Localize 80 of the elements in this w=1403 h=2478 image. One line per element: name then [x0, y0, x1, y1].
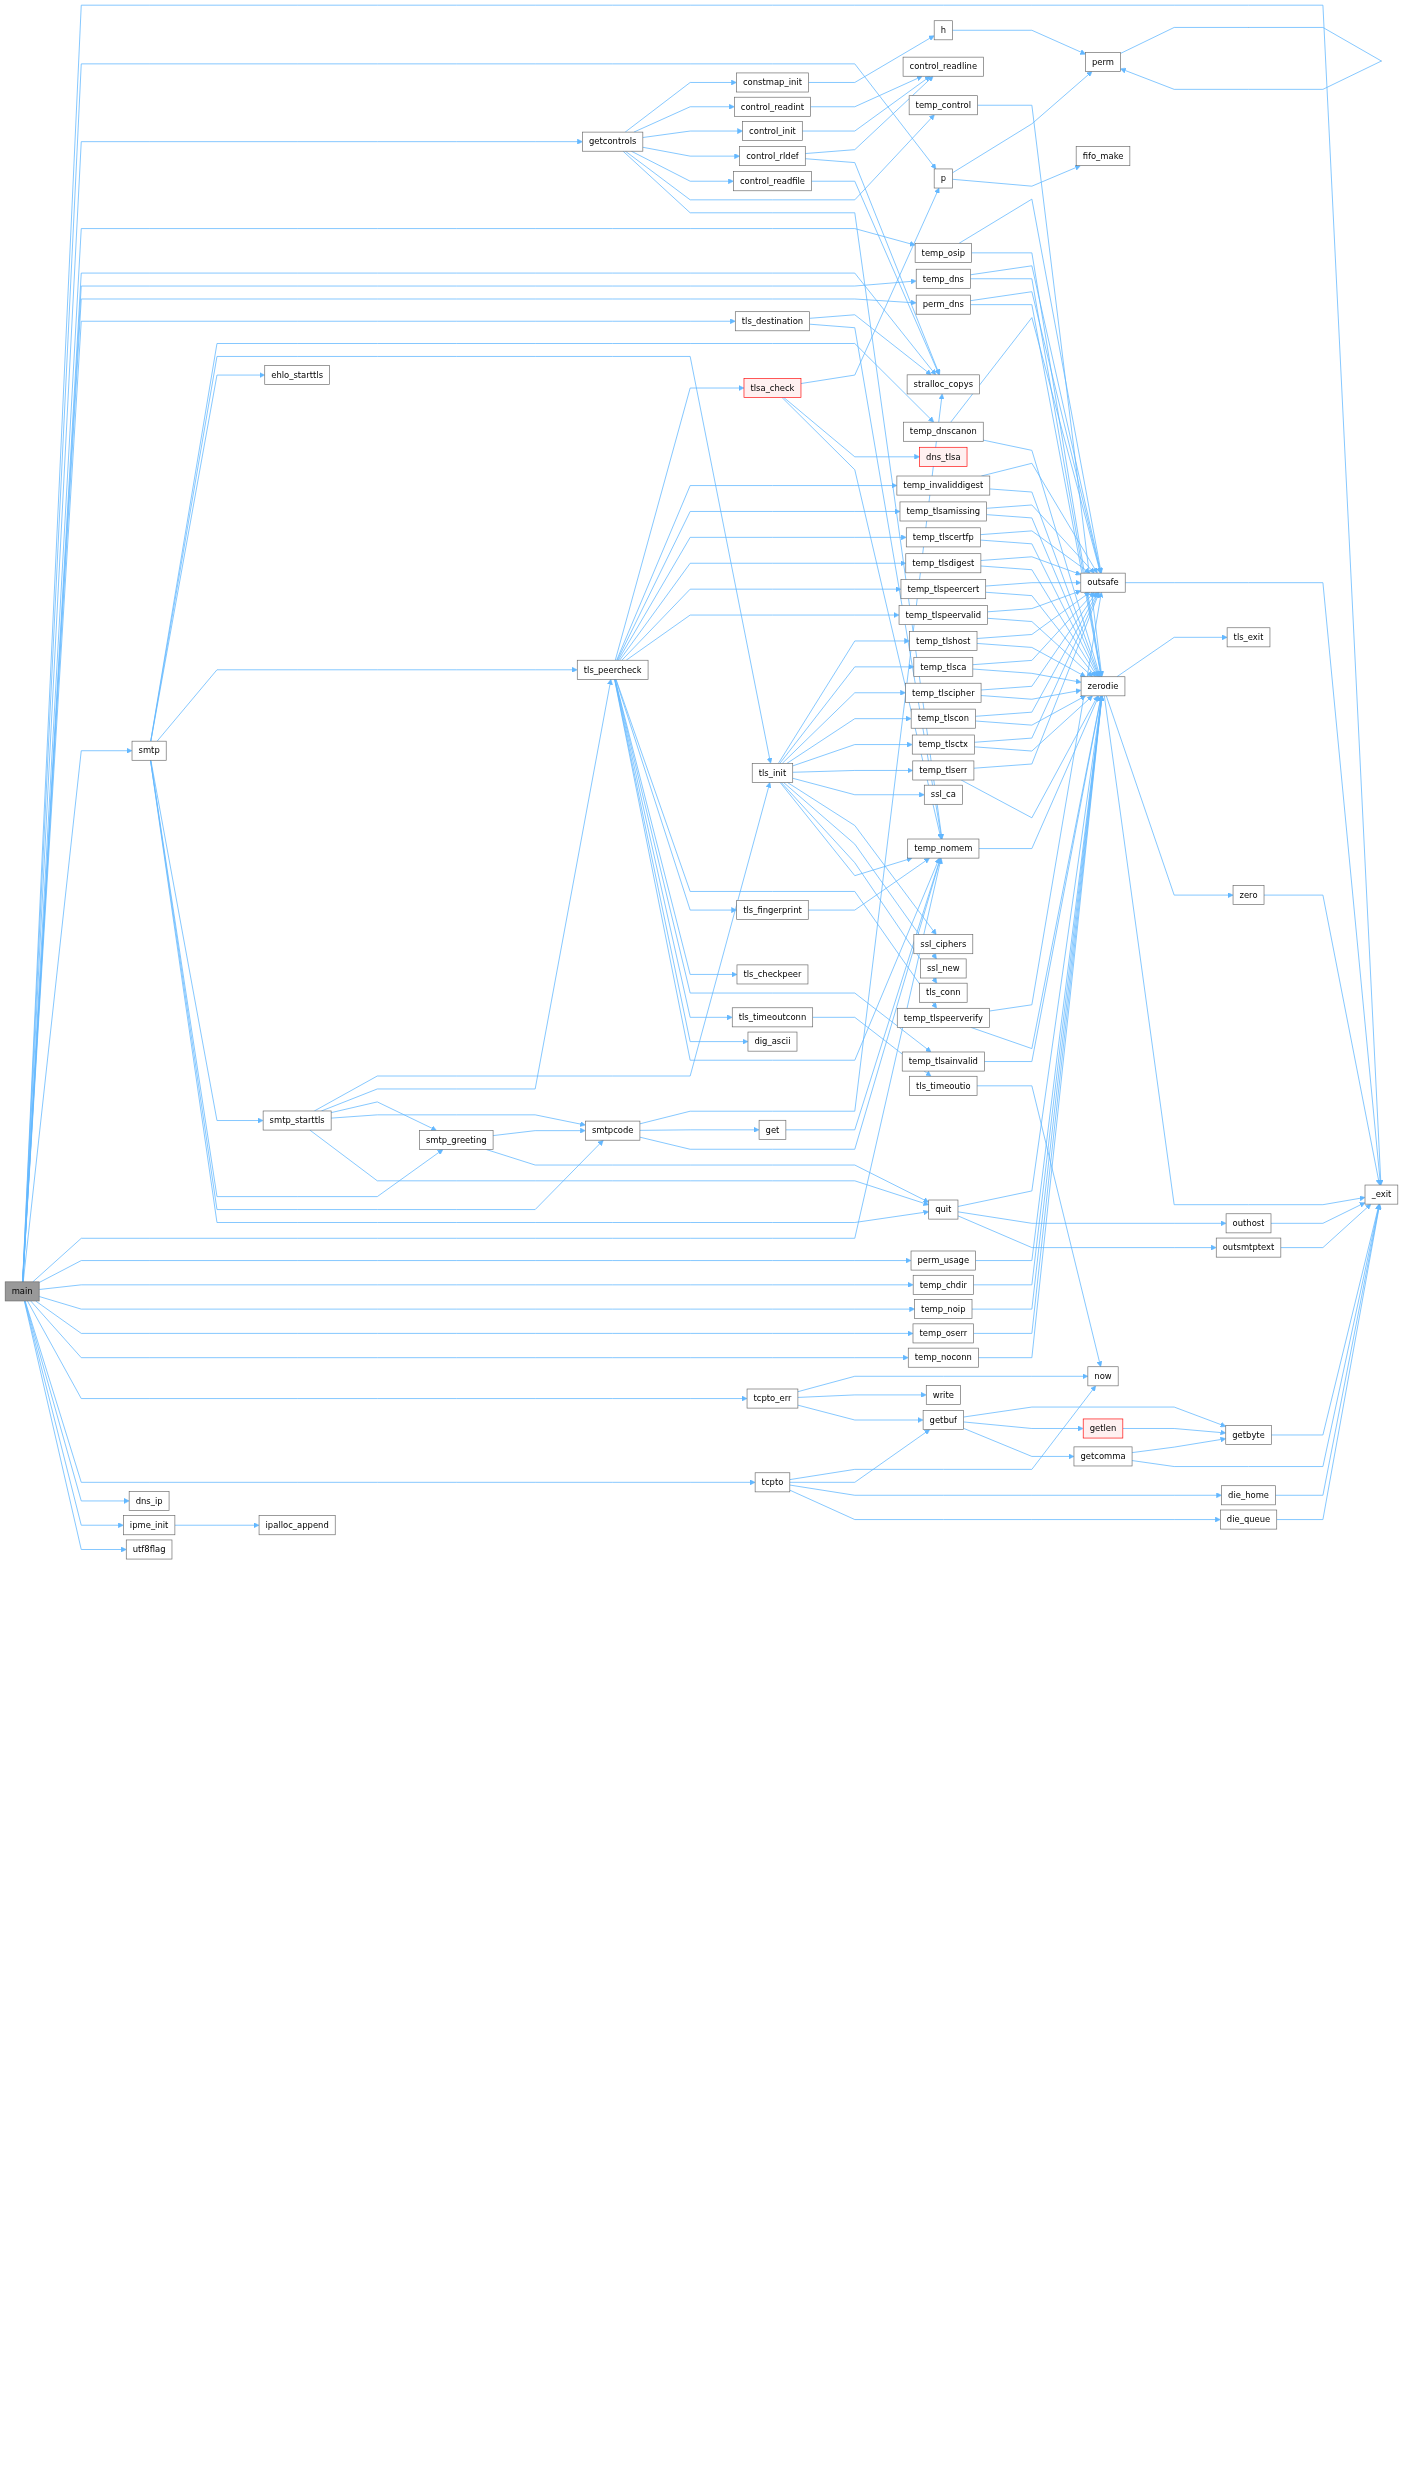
node-box: tls_exit: [1226, 627, 1271, 648]
node-box: smtp: [131, 740, 167, 761]
node-box: outhost: [1225, 1213, 1272, 1234]
node-box: constmap_init: [736, 72, 809, 93]
node-box: ssl_new: [920, 958, 967, 979]
node-box: control_init: [742, 121, 803, 141]
node-box: temp_control: [908, 95, 978, 116]
node-box: temp_tlshost: [909, 631, 978, 651]
node-box: h: [933, 20, 953, 41]
node-box: control_readint: [734, 96, 811, 117]
node-box: tcpto_err: [746, 1388, 799, 1409]
node-box: tls_init: [751, 763, 794, 783]
node-box: temp_tlsdigest: [905, 553, 982, 574]
node-box: tls_destination: [734, 311, 810, 332]
node-box: get: [758, 1119, 787, 1140]
node-box: _exit: [1364, 1184, 1399, 1205]
node-box: ipme_init: [123, 1515, 176, 1536]
node-box: tcpto: [754, 1472, 791, 1493]
node-box: getbuf: [922, 1410, 964, 1430]
node-box: ipalloc_append: [258, 1515, 336, 1536]
node-box: temp_tlspeercert: [900, 579, 987, 600]
node-box: write: [925, 1385, 961, 1405]
node-box: getbyte: [1225, 1425, 1272, 1445]
node-box: die_queue: [1220, 1509, 1278, 1530]
node-box: outsafe: [1080, 572, 1126, 593]
node-box: temp_tlsamissing: [899, 501, 987, 522]
node-box: temp_noip: [914, 1299, 973, 1319]
node-box: outsmtptext: [1215, 1237, 1282, 1258]
node-box: tls_timeoutconn: [731, 1007, 814, 1028]
node-box: smtp_greeting: [419, 1130, 494, 1150]
node-box: tls_fingerprint: [736, 900, 809, 920]
node-box: temp_invaliddigest: [896, 475, 991, 496]
node-box: temp_tlsca: [913, 657, 974, 677]
node-box: p: [933, 168, 953, 189]
node-box: temp_tlsainvalid: [901, 1051, 985, 1072]
node-box: ssl_ciphers: [913, 934, 974, 955]
node-box: dig_ascii: [747, 1031, 798, 1052]
node-box: temp_tlsctx: [911, 734, 975, 755]
node-box: getcontrols: [582, 131, 644, 152]
node-box: quit: [928, 1199, 959, 1220]
node-box: smtp_starttls: [262, 1110, 332, 1131]
node-box: perm_usage: [910, 1250, 976, 1271]
node-box: dns_ip: [128, 1491, 170, 1511]
node-box: dns_tlsa: [919, 446, 968, 467]
node-box: stralloc_copys: [906, 374, 980, 395]
node-box: perm: [1085, 52, 1121, 72]
node-box: temp_tlspeervalid: [898, 605, 988, 625]
node-box: fifo_make: [1075, 146, 1131, 166]
node-box: utf8flag: [125, 1539, 173, 1560]
node-box: zero: [1232, 885, 1265, 905]
node-box: ssl_ca: [923, 784, 963, 805]
node-box: temp_osip: [914, 242, 972, 263]
node-box: ehlo_starttls: [264, 365, 330, 385]
node-box: control_readfile: [733, 171, 812, 192]
node-box: main: [4, 1281, 40, 1302]
node-box: temp_tlscertfp: [905, 527, 981, 548]
node-box: getlen: [1082, 1418, 1124, 1439]
node-box: temp_nomem: [907, 838, 980, 859]
node-box: temp_chdir: [912, 1274, 974, 1295]
node-box: temp_dnscanon: [903, 421, 984, 442]
node-box: control_readline: [902, 56, 984, 77]
node-box: perm_dns: [915, 294, 971, 315]
node-box: zerodie: [1080, 676, 1126, 697]
node-box: temp_dns: [915, 268, 971, 289]
node-box: control_rldef: [739, 146, 806, 166]
node-box: smtpcode: [585, 1120, 641, 1141]
node-box: tlsa_check: [743, 378, 802, 398]
node-box: temp_noconn: [907, 1347, 979, 1368]
node-box: tls_peercheck: [576, 659, 649, 680]
node-box: die_home: [1221, 1485, 1276, 1506]
node-box: temp_oserr: [912, 1323, 974, 1344]
node-box: temp_tlserr: [912, 760, 975, 781]
node-box: getcomma: [1073, 1446, 1133, 1467]
node-box: temp_tlscipher: [905, 682, 982, 703]
node-box: tls_conn: [919, 982, 968, 1003]
node-box: temp_tlspeerverify: [896, 1007, 990, 1028]
node-box: tls_timeoutio: [909, 1075, 978, 1096]
node-box: tls_checkpeer: [736, 964, 809, 985]
node-box: temp_tlscon: [910, 708, 976, 729]
node-box: now: [1087, 1366, 1119, 1387]
